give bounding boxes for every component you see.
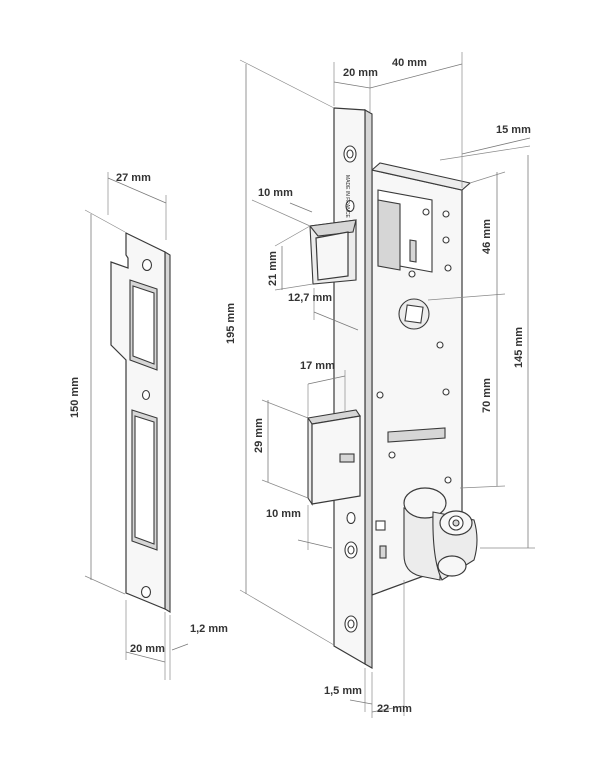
case-hole-2 — [442, 210, 450, 218]
case-hole-1 — [422, 208, 430, 216]
strike-middle-screw-hole — [141, 389, 151, 401]
cylinder-body-side — [403, 507, 441, 581]
edge-label: 15 mm — [496, 124, 531, 136]
case-depth-label: 22 mm — [377, 703, 412, 715]
faceplate-thickness-label: 1,5 mm — [324, 685, 362, 697]
strike-bottom-screw-hole — [140, 585, 152, 599]
cylinder-plug — [452, 519, 460, 527]
deadbolt-width-label: 17 mm — [300, 360, 335, 372]
faceplate-bottom-screw-hole-inner — [347, 619, 355, 629]
case-square-hole — [375, 520, 386, 531]
latch-height-label: 21 mm — [267, 251, 279, 286]
to-spindle-label: 46 mm — [481, 219, 493, 254]
lock-mechanism-block — [377, 199, 401, 271]
strike-height-label: 150 mm — [69, 377, 81, 418]
latch-bolt — [308, 219, 357, 285]
euro-cylinder — [403, 487, 478, 581]
cylinder-top — [403, 487, 447, 519]
mortise-lock: MADE IN FRANCE — [307, 107, 478, 669]
deadbolt-projection-label: 10 mm — [266, 508, 301, 520]
strike-plate-dimensions: 27 mm 150 mm 20 mm 1,2 mm — [69, 172, 228, 680]
height-145-label: 145 mm — [513, 327, 525, 368]
total-height-label: 195 mm — [225, 303, 237, 344]
strike-plate-edge — [164, 251, 171, 613]
backset-label: 40 mm — [392, 57, 427, 69]
faceplate-top-screw-hole-inner — [346, 149, 354, 159]
deadbolt-slot — [339, 453, 355, 463]
deadbolt-height-label: 29 mm — [253, 418, 265, 453]
lock-faceplate-edge — [364, 109, 373, 669]
mortise-lock-dimensions: 20 mm 40 mm 15 mm 195 mm 10 mm 21 mm 12,… — [225, 52, 535, 718]
strike-bottom-width-label: 20 mm — [130, 643, 165, 655]
case-hole-10 — [444, 476, 452, 484]
case-small-slot — [379, 545, 387, 559]
latch-bolt-bevel — [308, 219, 357, 237]
case-hole-6 — [436, 341, 444, 349]
case-hole-7 — [376, 391, 384, 399]
latch-offset-label: 12,7 mm — [288, 292, 332, 304]
faceplate-width-label: 20 mm — [343, 67, 378, 79]
case-horizontal-slot — [387, 427, 446, 443]
case-hole-9 — [388, 451, 396, 459]
faceplate-cylinder-screw-hole-inner — [347, 545, 355, 555]
faceplate-upper-screw-hole — [345, 199, 355, 213]
deadbolt-front — [311, 415, 361, 505]
latch-projection-label: 10 mm — [258, 187, 293, 199]
strike-plate — [110, 232, 171, 613]
case-hole-4 — [408, 270, 416, 278]
faceplate-stamp: MADE IN FRANCE — [344, 175, 350, 218]
spindle-square-hole — [404, 304, 424, 324]
faceplate-lower-screw-hole — [346, 511, 356, 525]
case-hole-3 — [442, 236, 450, 244]
strike-top-screw-hole — [141, 258, 153, 272]
strike-latch-opening-inner — [132, 285, 155, 365]
deadbolt — [307, 409, 361, 506]
strike-bolt-slot-inner — [134, 415, 155, 545]
case-hole-8 — [442, 388, 450, 396]
spindle-to-cylinder-label: 70 mm — [481, 378, 493, 413]
strike-width-label: 27 mm — [116, 172, 151, 184]
cylinder-face-bottom — [437, 555, 467, 577]
latch-bolt-face — [315, 231, 349, 281]
case-hole-5 — [444, 264, 452, 272]
lock-mechanism-slot — [409, 239, 417, 263]
strike-thickness-label: 1,2 mm — [190, 623, 228, 635]
